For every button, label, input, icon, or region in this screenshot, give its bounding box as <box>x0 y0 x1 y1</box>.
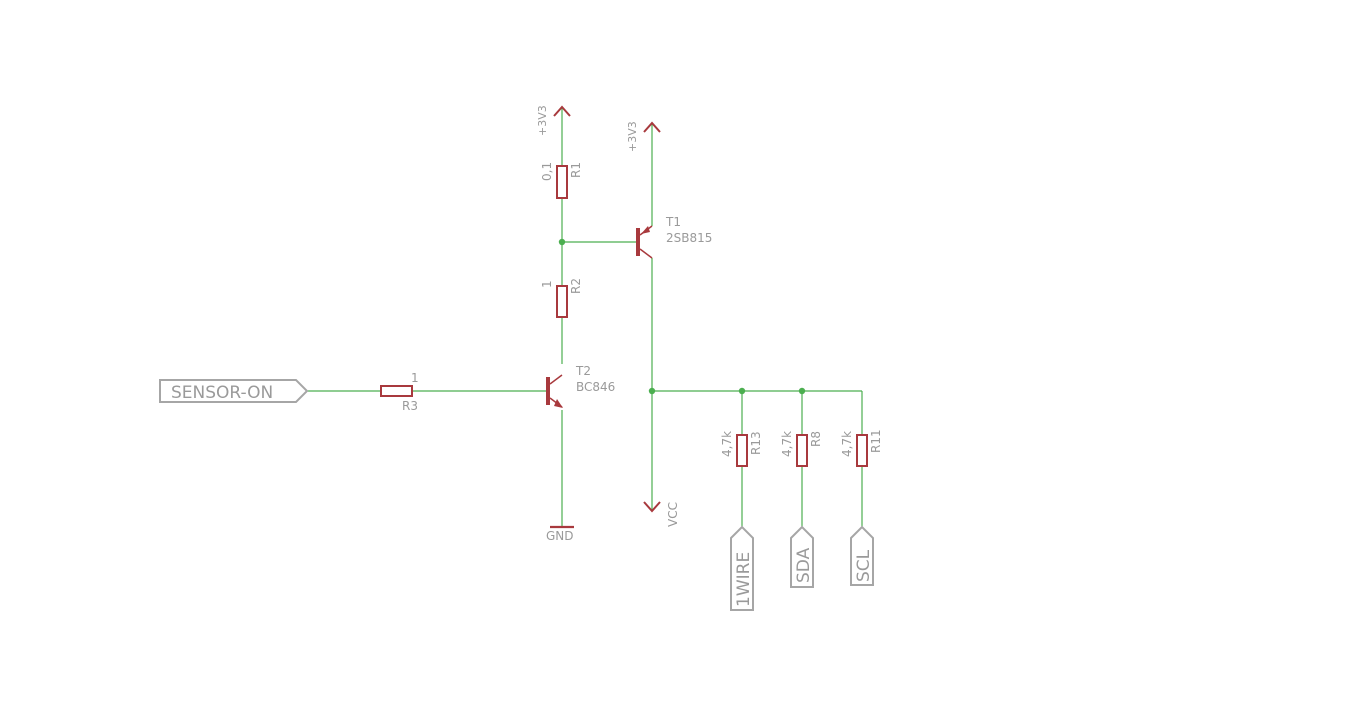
resistor-r2-value: 1 <box>540 280 554 288</box>
supply-3v3-right: +3V3 <box>626 121 661 152</box>
resistor-r8[interactable]: 4,7k R8 <box>780 431 823 467</box>
supply-3v3-left-label: +3V3 <box>536 105 549 136</box>
wires <box>307 108 863 527</box>
resistor-r3-value: 1 <box>411 371 419 385</box>
supply-3v3-left: +3V3 <box>536 105 571 136</box>
resistor-r13-value: 4,7k <box>720 431 734 457</box>
supply-vcc-label: VCC <box>666 502 680 527</box>
transistor-t1-name: T1 <box>665 215 681 229</box>
resistor-r3[interactable]: 1 R3 <box>380 371 419 413</box>
net-label-scl[interactable]: SCL <box>850 525 874 586</box>
resistor-r2-name: R2 <box>569 278 583 294</box>
supply-gnd-label: GND <box>546 529 574 543</box>
resistor-r1[interactable]: 0,1 R1 <box>540 162 583 199</box>
junction-vcc-bus <box>648 387 656 395</box>
resistor-r8-name: R8 <box>809 431 823 447</box>
resistor-r11-name: R11 <box>869 429 883 453</box>
resistor-r3-name: R3 <box>402 399 418 413</box>
net-label-sensor-on-text: SENSOR-ON <box>171 383 273 403</box>
t2-emitter-arrow-icon <box>554 399 563 408</box>
junction-r8 <box>798 387 806 395</box>
resistor-r2[interactable]: 1 R2 <box>540 278 583 318</box>
supply-gnd: GND <box>546 525 574 543</box>
transistor-t2-name: T2 <box>575 364 591 378</box>
resistor-r1-value: 0,1 <box>540 162 554 181</box>
transistor-t2-value: BC846 <box>576 380 615 394</box>
transistor-t1[interactable]: T1 2SB815 <box>636 215 712 259</box>
resistor-r13-name: R13 <box>749 431 763 455</box>
net-label-1wire-text: 1WIRE <box>734 552 754 607</box>
resistor-r11-value: 4,7k <box>840 431 854 457</box>
transistor-t1-value: 2SB815 <box>666 231 712 245</box>
net-label-1wire[interactable]: 1WIRE <box>730 525 754 611</box>
junction-r1-r2-t1 <box>558 238 566 246</box>
net-label-scl-text: SCL <box>854 549 874 582</box>
net-label-sda-text: SDA <box>794 547 814 583</box>
resistor-r8-value: 4,7k <box>780 431 794 457</box>
supply-3v3-right-label: +3V3 <box>626 121 639 152</box>
resistor-r13[interactable]: 4,7k R13 <box>720 431 763 467</box>
net-label-sda[interactable]: SDA <box>790 525 814 588</box>
junctions <box>558 238 806 395</box>
supply-vcc: VCC <box>643 501 680 527</box>
junction-r13 <box>738 387 746 395</box>
net-label-sensor-on[interactable]: SENSOR-ON <box>159 379 309 403</box>
resistor-r11[interactable]: 4,7k R11 <box>840 429 883 467</box>
resistor-r1-name: R1 <box>569 162 583 178</box>
t1-emitter-arrow-icon <box>641 226 650 234</box>
transistor-t2[interactable]: T2 BC846 <box>546 364 615 408</box>
